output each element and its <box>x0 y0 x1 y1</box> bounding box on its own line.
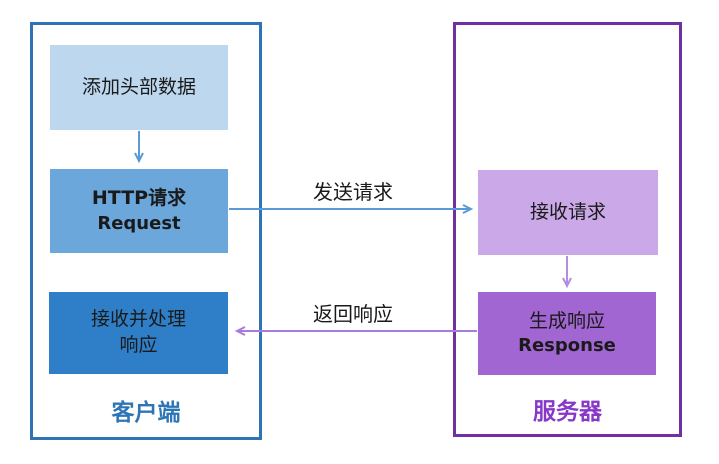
receive-process-response-line1: 接收并处理 <box>90 308 186 331</box>
add-header-data-box: 添加头部数据 <box>50 45 228 130</box>
generate-response-box: 生成响应 Response <box>478 292 656 375</box>
generate-response-label-cn: 生成响应 <box>528 309 605 332</box>
http-request-label-en: Request <box>97 212 181 234</box>
receive-request-label: 接收请求 <box>529 200 606 223</box>
return-response-arrow-label: 返回响应 <box>313 302 393 326</box>
send-request-arrow-label: 发送请求 <box>313 180 393 204</box>
receive-process-response-line2: 响应 <box>119 334 158 356</box>
server-title: 服务器 <box>533 399 602 425</box>
client-title: 客户端 <box>111 400 181 426</box>
http-request-label-cn: HTTP请求 <box>91 187 187 210</box>
add-header-data-label: 添加头部数据 <box>81 75 196 98</box>
receive-process-response-box: 接收并处理 响应 <box>49 292 228 374</box>
http-request-box: HTTP请求 Request <box>50 169 228 253</box>
receive-request-box: 接收请求 <box>478 170 658 255</box>
generate-response-label-en: Response <box>518 335 616 357</box>
